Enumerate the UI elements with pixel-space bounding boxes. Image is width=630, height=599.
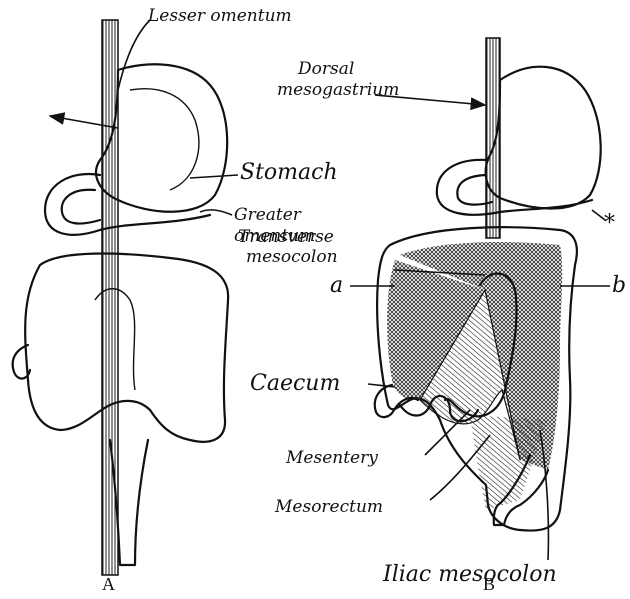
caption-b: B bbox=[483, 574, 495, 594]
label-iliac-mesocolon: Iliac mesocolon bbox=[382, 562, 557, 587]
label-mesorectum: Mesorectum bbox=[274, 497, 383, 517]
label-dorsal-2: mesogastrium bbox=[277, 80, 399, 100]
greater-omentum-b bbox=[437, 160, 592, 215]
dorsal-wall-b bbox=[486, 38, 500, 238]
label-transverse-1: Transverse bbox=[238, 227, 334, 247]
label-asterisk: * bbox=[604, 211, 615, 236]
intestine-loop-a bbox=[25, 254, 228, 442]
label-dorsal-1: Dorsal bbox=[297, 59, 354, 79]
label-stomach-a: Stomach bbox=[240, 160, 338, 185]
caption-a: A bbox=[102, 574, 115, 594]
label-lesser-omentum: Lesser omentum bbox=[147, 6, 292, 26]
label-greater-omentum-1: Greater bbox=[234, 205, 302, 225]
stomach-b bbox=[486, 67, 601, 209]
label-b: b bbox=[612, 273, 626, 298]
panel-b: Dorsal mesogastrium * Transverse mesocol… bbox=[238, 38, 626, 594]
label-caecum: Caecum bbox=[250, 371, 340, 396]
label-mesentery: Mesentery bbox=[285, 448, 378, 468]
label-a: a bbox=[330, 273, 343, 298]
label-transverse-2: mesocolon bbox=[246, 247, 338, 267]
